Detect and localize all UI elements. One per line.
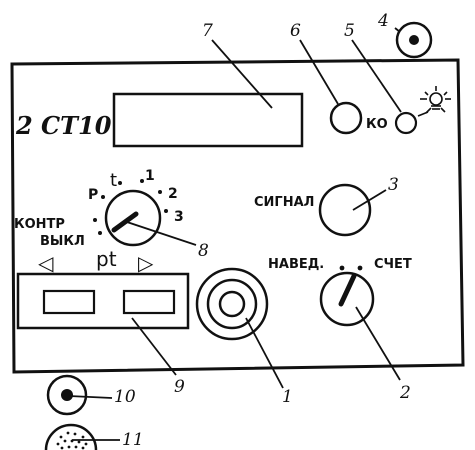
right-button[interactable]: [122, 289, 176, 315]
pt-label: pt: [96, 247, 117, 271]
lamp-icon: [417, 86, 451, 117]
callout-3: 3: [388, 175, 399, 195]
speaker-grille: [44, 423, 98, 450]
kontr-label: КОНТР: [14, 217, 65, 232]
callout-7: 7: [202, 21, 213, 41]
model-label: 2 СТ10: [15, 111, 112, 140]
callout-11: 11: [122, 430, 144, 450]
callout-8: 8: [198, 241, 209, 261]
display-window: [112, 92, 304, 148]
left-button[interactable]: [42, 289, 96, 315]
arrow-right-icon: ▷: [138, 251, 154, 275]
signal-button[interactable]: [318, 183, 372, 237]
mode-switch-pointer: [338, 273, 357, 307]
dial-mark-p: P: [88, 187, 98, 203]
callout-4: 4: [377, 11, 389, 31]
callout-1: 1: [282, 387, 293, 407]
dial-mark-1: 1: [145, 168, 155, 184]
callout-2: 2: [399, 383, 411, 403]
connector-10-pin: [61, 389, 73, 401]
speaker-holes: [56, 431, 88, 450]
mode-dial[interactable]: [104, 189, 162, 247]
schet-label: СЧЕТ: [374, 257, 412, 272]
switch-dot-left: [339, 265, 345, 271]
leader-lines: [68, 27, 402, 441]
main-connector-ring: [206, 278, 258, 330]
ko-label: КО: [366, 117, 388, 132]
main-connector-inner: [218, 290, 246, 318]
button-block: [16, 272, 190, 330]
dial-mark-3: 3: [174, 209, 184, 225]
connector-10: [46, 374, 88, 416]
panel-body: [10, 58, 465, 374]
signal-label: СИГНАЛ: [254, 195, 314, 210]
vykl-label: ВЫКЛ: [40, 234, 85, 249]
switch-dot-right: [357, 265, 363, 271]
main-connector-outer[interactable]: [195, 267, 269, 341]
mode-dial-pointer: [111, 211, 139, 233]
ko-indicator[interactable]: [329, 101, 363, 135]
connector-4-pin: [409, 35, 419, 45]
dial-mark-t: t: [110, 170, 117, 191]
callout-9: 9: [174, 377, 185, 397]
callout-5: 5: [344, 21, 355, 41]
callout-10: 10: [114, 387, 136, 407]
connector-4: [395, 21, 433, 59]
callout-6: 6: [290, 21, 301, 41]
dial-mark-2: 2: [168, 186, 178, 202]
dial-dots: [93, 179, 168, 235]
naved-label: НАВЕД.: [268, 257, 324, 272]
mode-switch[interactable]: [319, 271, 375, 327]
arrow-left-icon: ◁: [37, 251, 54, 275]
lamp-circle: [394, 111, 418, 135]
